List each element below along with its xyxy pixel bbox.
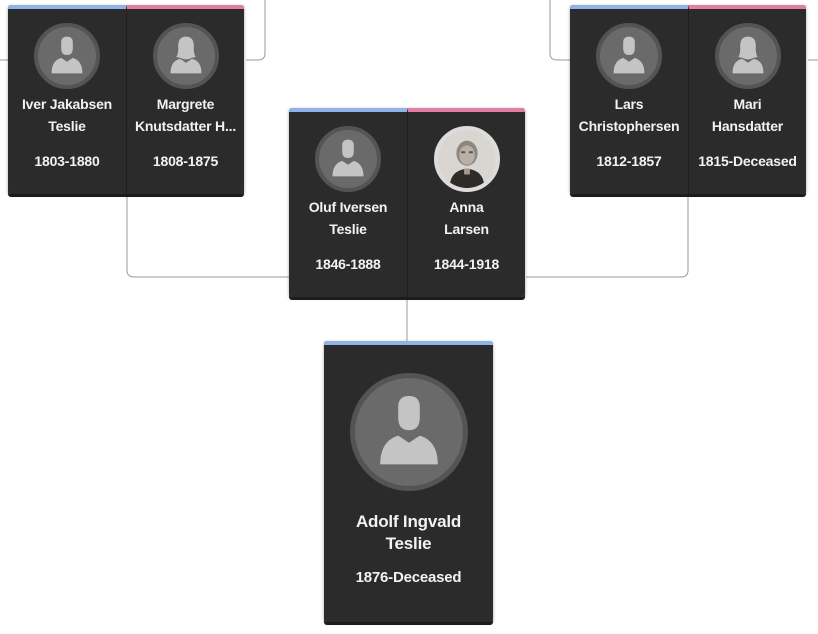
male-silhouette-icon [34, 23, 100, 89]
person-lifespan: 1876-Deceased [355, 569, 462, 586]
female-silhouette-icon [152, 23, 219, 89]
person-lifespan: 1846-1888 [315, 256, 381, 272]
person-lifespan: 1812-1857 [596, 153, 662, 169]
male-silhouette-icon [315, 126, 381, 192]
female-silhouette-icon [714, 23, 781, 89]
person-lifespan: 1815-Deceased [698, 153, 797, 169]
person-lifespan: 1844-1918 [433, 256, 500, 272]
person-lifespan: 1803-1880 [34, 153, 100, 169]
male-silhouette-icon [349, 373, 468, 491]
portrait-photo [433, 126, 500, 192]
male-silhouette-icon [596, 23, 662, 89]
person-lifespan: 1808-1875 [152, 153, 219, 169]
